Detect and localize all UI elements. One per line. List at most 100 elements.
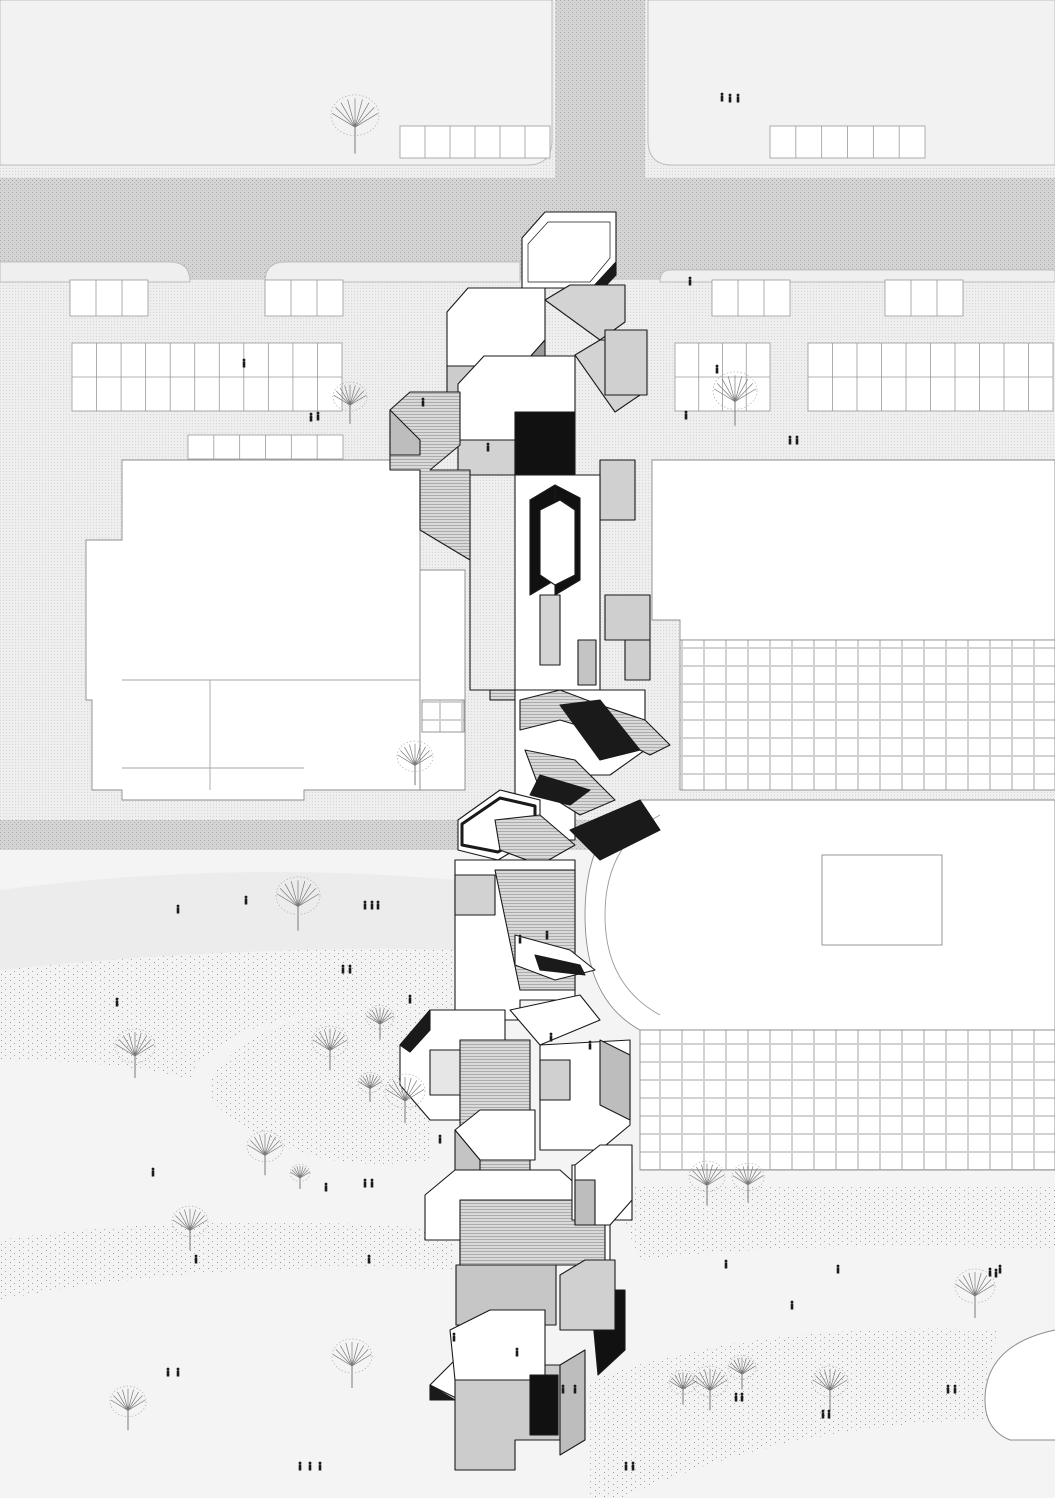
upper-city-blocks <box>0 0 1055 283</box>
park-dotted-path-e <box>590 1328 1000 1498</box>
person-figure <box>363 1178 367 1188</box>
person-figure <box>631 1461 635 1471</box>
person-figure <box>438 1134 442 1144</box>
person-figure <box>549 1032 553 1042</box>
person-figure <box>367 1254 371 1264</box>
person-figure <box>151 1167 155 1177</box>
parking-row-d <box>884 279 964 317</box>
tree <box>109 1385 147 1431</box>
person-figure <box>545 930 549 940</box>
theatre-building <box>584 799 1055 1031</box>
person-figure <box>821 1409 825 1419</box>
person-figure <box>176 904 180 914</box>
person-figure <box>515 1347 519 1357</box>
park-paths <box>0 872 1055 1498</box>
person-figure <box>740 1392 744 1402</box>
tree <box>246 1130 284 1176</box>
park-pond-edge <box>984 1329 1055 1441</box>
parking-row-b <box>264 279 344 317</box>
person-figure <box>684 410 688 420</box>
park-dotted-path-d <box>610 1185 1055 1260</box>
spine-courtyard <box>514 474 601 691</box>
parking-row-c <box>711 279 791 317</box>
block-top-left <box>0 0 553 166</box>
person-figure <box>998 1264 1002 1274</box>
tree <box>688 1160 726 1206</box>
tree <box>289 1164 311 1189</box>
person-figure <box>318 1461 322 1471</box>
tree <box>811 1365 849 1411</box>
person-figure <box>588 1040 592 1050</box>
right-building <box>651 459 1055 641</box>
tree <box>331 1338 373 1388</box>
person-figure <box>244 895 248 905</box>
person-figure <box>728 93 732 103</box>
person-figure <box>452 1332 456 1342</box>
tree <box>384 1073 426 1123</box>
person-figure <box>486 442 490 452</box>
park-dotted-path-b <box>210 1008 430 1164</box>
tree <box>727 1354 757 1390</box>
person-figure <box>370 900 374 910</box>
park-dotted-path-c <box>0 1222 455 1300</box>
tree <box>396 740 434 786</box>
person-figure <box>715 364 719 374</box>
person-figure <box>421 397 425 407</box>
tree <box>311 1025 349 1071</box>
person-figure <box>376 900 380 910</box>
person-figure <box>953 1384 957 1394</box>
person-figure <box>946 1384 950 1394</box>
block-mid-right <box>659 269 1055 283</box>
spine-lower-plaza <box>424 1144 633 1376</box>
person-figure <box>836 1264 840 1274</box>
trees <box>109 94 996 1431</box>
person-figure <box>324 1182 328 1192</box>
theatre-roof-box <box>821 854 943 946</box>
person-figure <box>308 1461 312 1471</box>
left-building-glazing <box>421 699 465 733</box>
person-figure <box>795 435 799 445</box>
right-building-terrace <box>679 639 1055 791</box>
spine-bottom-boxes <box>429 1309 586 1471</box>
existing-buildings <box>85 459 1055 1171</box>
lower-right-building <box>639 1029 1055 1171</box>
tree <box>712 371 758 426</box>
person-figure <box>724 1259 728 1269</box>
axonometric-spine <box>389 211 671 1471</box>
person-figure <box>242 358 246 368</box>
person-figure <box>994 1268 998 1278</box>
person-figure <box>194 1254 198 1264</box>
tree <box>691 1365 729 1411</box>
spine-right-grey-boxes <box>544 284 651 681</box>
person-figure <box>341 964 345 974</box>
person-figure <box>573 1384 577 1394</box>
parking-rows <box>69 125 1054 460</box>
tree <box>332 381 368 424</box>
tree <box>731 1162 765 1203</box>
person-figure <box>370 1178 374 1188</box>
tree <box>275 876 321 931</box>
person-figure <box>734 1392 738 1402</box>
spine-stair-upper <box>389 391 521 701</box>
person-figure <box>518 934 522 944</box>
tree <box>357 1072 383 1102</box>
person-figure <box>298 1461 302 1471</box>
person-figure <box>176 1367 180 1377</box>
spine-park-wing <box>399 994 631 1211</box>
person-figure <box>988 1267 992 1277</box>
person-figure <box>788 435 792 445</box>
tree <box>330 94 380 154</box>
person-figure <box>827 1409 831 1419</box>
person-figure <box>790 1300 794 1310</box>
tree <box>114 1028 156 1078</box>
person-figure <box>348 964 352 974</box>
left-building-annex <box>419 569 466 791</box>
tree <box>171 1205 209 1251</box>
person-figure <box>736 93 740 103</box>
block-top-right <box>647 0 1055 166</box>
tree <box>954 1268 996 1318</box>
block-mid-center <box>264 261 521 283</box>
block-mid-left <box>0 261 191 283</box>
